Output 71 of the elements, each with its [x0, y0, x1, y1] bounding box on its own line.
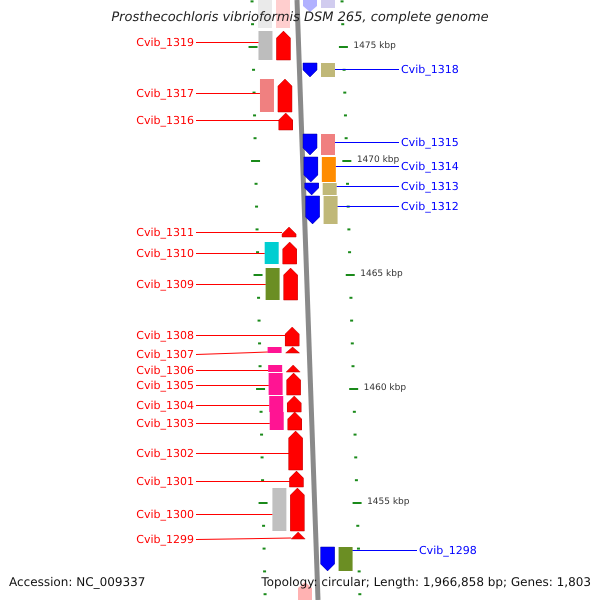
gene-drawing: [304, 156, 336, 182]
leader-line: [334, 69, 400, 70]
gene-drawing: [302, 134, 335, 156]
gene-drawing: [289, 470, 304, 488]
scale-label: 1475 kbp: [353, 40, 396, 53]
leader-line: [335, 166, 400, 167]
scale-label: 1455 kbp: [367, 496, 410, 509]
gene-drawing: [268, 372, 301, 396]
gene-label: Cvib_1312: [401, 200, 459, 213]
leader-line: [196, 120, 280, 121]
gene-label: Cvib_1304: [136, 399, 194, 412]
accession-label: Accession: NC_009337: [9, 576, 146, 589]
gene-drawing: [320, 546, 353, 572]
scale-label: 1470 kbp: [356, 154, 400, 167]
gene-label: Cvib_1315: [401, 136, 459, 149]
gene-drawing: [269, 396, 302, 412]
gene-label: Cvib_1303: [136, 417, 194, 430]
gene-label: Cvib_1311: [136, 226, 194, 239]
leader-line: [334, 142, 400, 143]
gene-label: Cvib_1317: [136, 87, 194, 100]
gene-label: Cvib_1307: [136, 348, 194, 361]
gene-label: Cvib_1305: [136, 379, 194, 392]
leader-line: [196, 423, 270, 424]
gene-drawing: [278, 112, 293, 130]
genome-info-label: Topology: circular; Length: 1,966,858 bp; Genes: 1,803: [261, 576, 591, 589]
gene-drawing: [282, 226, 296, 238]
gene-label: Cvib_1309: [136, 278, 194, 291]
gene-drawing: [268, 364, 300, 372]
gene-label: Cvib_1299: [136, 533, 194, 546]
gene-label: Cvib_1302: [136, 447, 194, 460]
leader-line: [337, 206, 400, 207]
gene-label: Cvib_1313: [401, 180, 459, 193]
gene-drawing: [258, 30, 291, 60]
gene-label: Cvib_1298: [419, 544, 477, 557]
gene-label: Cvib_1300: [136, 508, 194, 521]
leader-line: [196, 538, 292, 540]
gene-label: Cvib_1318: [401, 63, 459, 76]
gene-drawing: [305, 196, 338, 224]
gene-label: Cvib_1316: [136, 114, 194, 127]
leader-line: [336, 186, 400, 187]
leader-line: [196, 284, 266, 285]
leader-line: [196, 352, 268, 355]
leader-line: [196, 42, 259, 43]
gene-drawing: [272, 488, 305, 532]
leader-line: [196, 370, 269, 371]
gene-label: Cvib_1306: [136, 364, 194, 377]
diagram-title: Prosthecochloris vibrioformis DSM 265, complete genome: [110, 11, 490, 24]
gene-drawing: [264, 242, 297, 264]
leader-line: [196, 385, 270, 386]
leader-line: [196, 514, 273, 515]
leader-line: [196, 335, 286, 336]
leader-line: [196, 453, 290, 454]
gene-drawing: [270, 412, 302, 430]
gene-drawing: [302, 62, 335, 78]
gene-label: Cvib_1310: [136, 247, 194, 260]
scale-label: 1460 kbp: [364, 382, 406, 395]
leader-line: [196, 405, 270, 406]
leader-line: [196, 232, 283, 233]
gene-drawing: [266, 268, 298, 300]
leader-line: [196, 253, 266, 254]
gene-drawing: [268, 346, 300, 354]
gene-drawing: [304, 182, 337, 196]
gene-label: Cvib_1301: [136, 475, 194, 488]
gene-label: Cvib_1319: [136, 36, 194, 49]
gene-drawing: [260, 78, 292, 112]
leader-line: [352, 550, 418, 551]
gene-label: Cvib_1308: [136, 329, 194, 342]
leader-line: [196, 481, 290, 482]
leader-line: [196, 93, 260, 94]
gene-label: Cvib_1314: [401, 160, 459, 173]
scale-label: 1465 kbp: [360, 268, 403, 281]
